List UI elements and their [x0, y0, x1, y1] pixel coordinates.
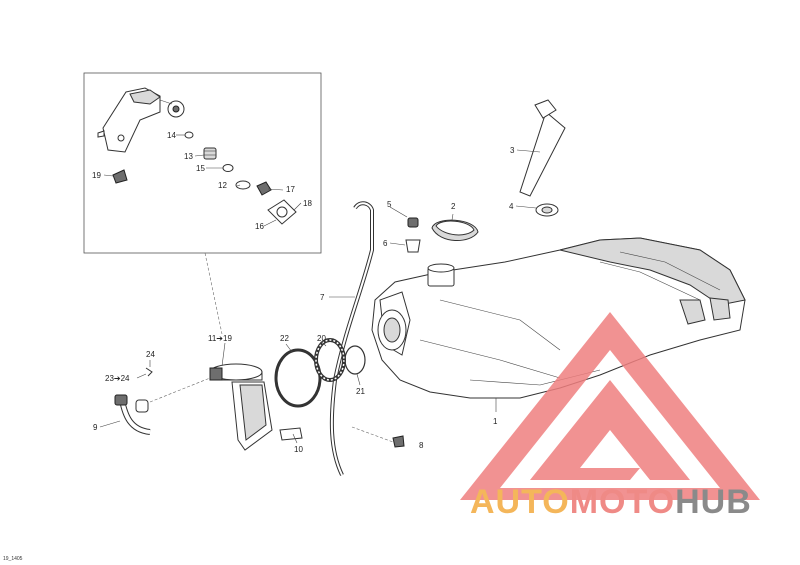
vent-hose — [329, 201, 374, 476]
callout-3: 3 — [510, 146, 515, 155]
triangle-logo-icon — [460, 312, 760, 500]
callout-18: 18 — [303, 199, 312, 208]
pump-seal — [344, 345, 366, 375]
leader-lines — [99, 134, 541, 444]
callout-6: 6 — [383, 239, 388, 248]
callout-11-19: 11➔19 — [208, 334, 232, 343]
callout-20: 20 — [317, 334, 326, 343]
callout-8: 8 — [419, 441, 424, 450]
callout-14: 14 — [167, 131, 176, 140]
callout-24: 24 — [146, 350, 155, 359]
lock-ring — [314, 338, 346, 382]
fuel-pump-module — [209, 363, 303, 451]
pump-clamp — [274, 348, 322, 408]
callout-7: 7 — [320, 293, 325, 302]
callout-5: 5 — [387, 200, 392, 209]
detail-inset-frame — [83, 72, 322, 254]
fuel-cap — [431, 219, 479, 241]
inset-pump-head — [97, 87, 185, 153]
callout-9: 9 — [93, 423, 98, 432]
callout-23-24: 23➔24 — [105, 374, 130, 383]
callout-15: 15 — [196, 164, 205, 173]
callout-17: 17 — [286, 185, 295, 194]
fuel-tank — [371, 237, 746, 399]
callout-21: 21 — [356, 387, 365, 396]
callout-12: 12 — [218, 181, 227, 190]
callout-1: 1 — [493, 417, 498, 426]
callout-10: 10 — [294, 445, 303, 454]
watermark-text: AUTOMOTOHUB — [470, 483, 752, 521]
callout-13: 13 — [184, 152, 193, 161]
callout-labels: 1 2 3 4 5 6 7 8 9 10 11➔19 12 13 14 15 1… — [92, 131, 515, 454]
watermark-part-hub: HUB — [675, 483, 752, 521]
clip — [145, 367, 153, 377]
watermark-part-moto: MOTO — [570, 483, 675, 521]
callout-19: 19 — [92, 171, 101, 180]
callout-4: 4 — [509, 202, 514, 211]
callout-22: 22 — [280, 334, 289, 343]
callout-2: 2 — [451, 202, 456, 211]
automotohub-logo — [460, 312, 760, 500]
vent-valve — [405, 217, 421, 253]
inset-small-parts — [112, 131, 297, 225]
fuel-level-sender — [519, 99, 566, 217]
diagram-code: 19_1405 — [3, 556, 23, 562]
hose-clip — [392, 435, 405, 448]
watermark-part-auto: AUTO — [470, 483, 570, 521]
fuel-line — [114, 394, 151, 435]
callout-16: 16 — [255, 222, 264, 231]
